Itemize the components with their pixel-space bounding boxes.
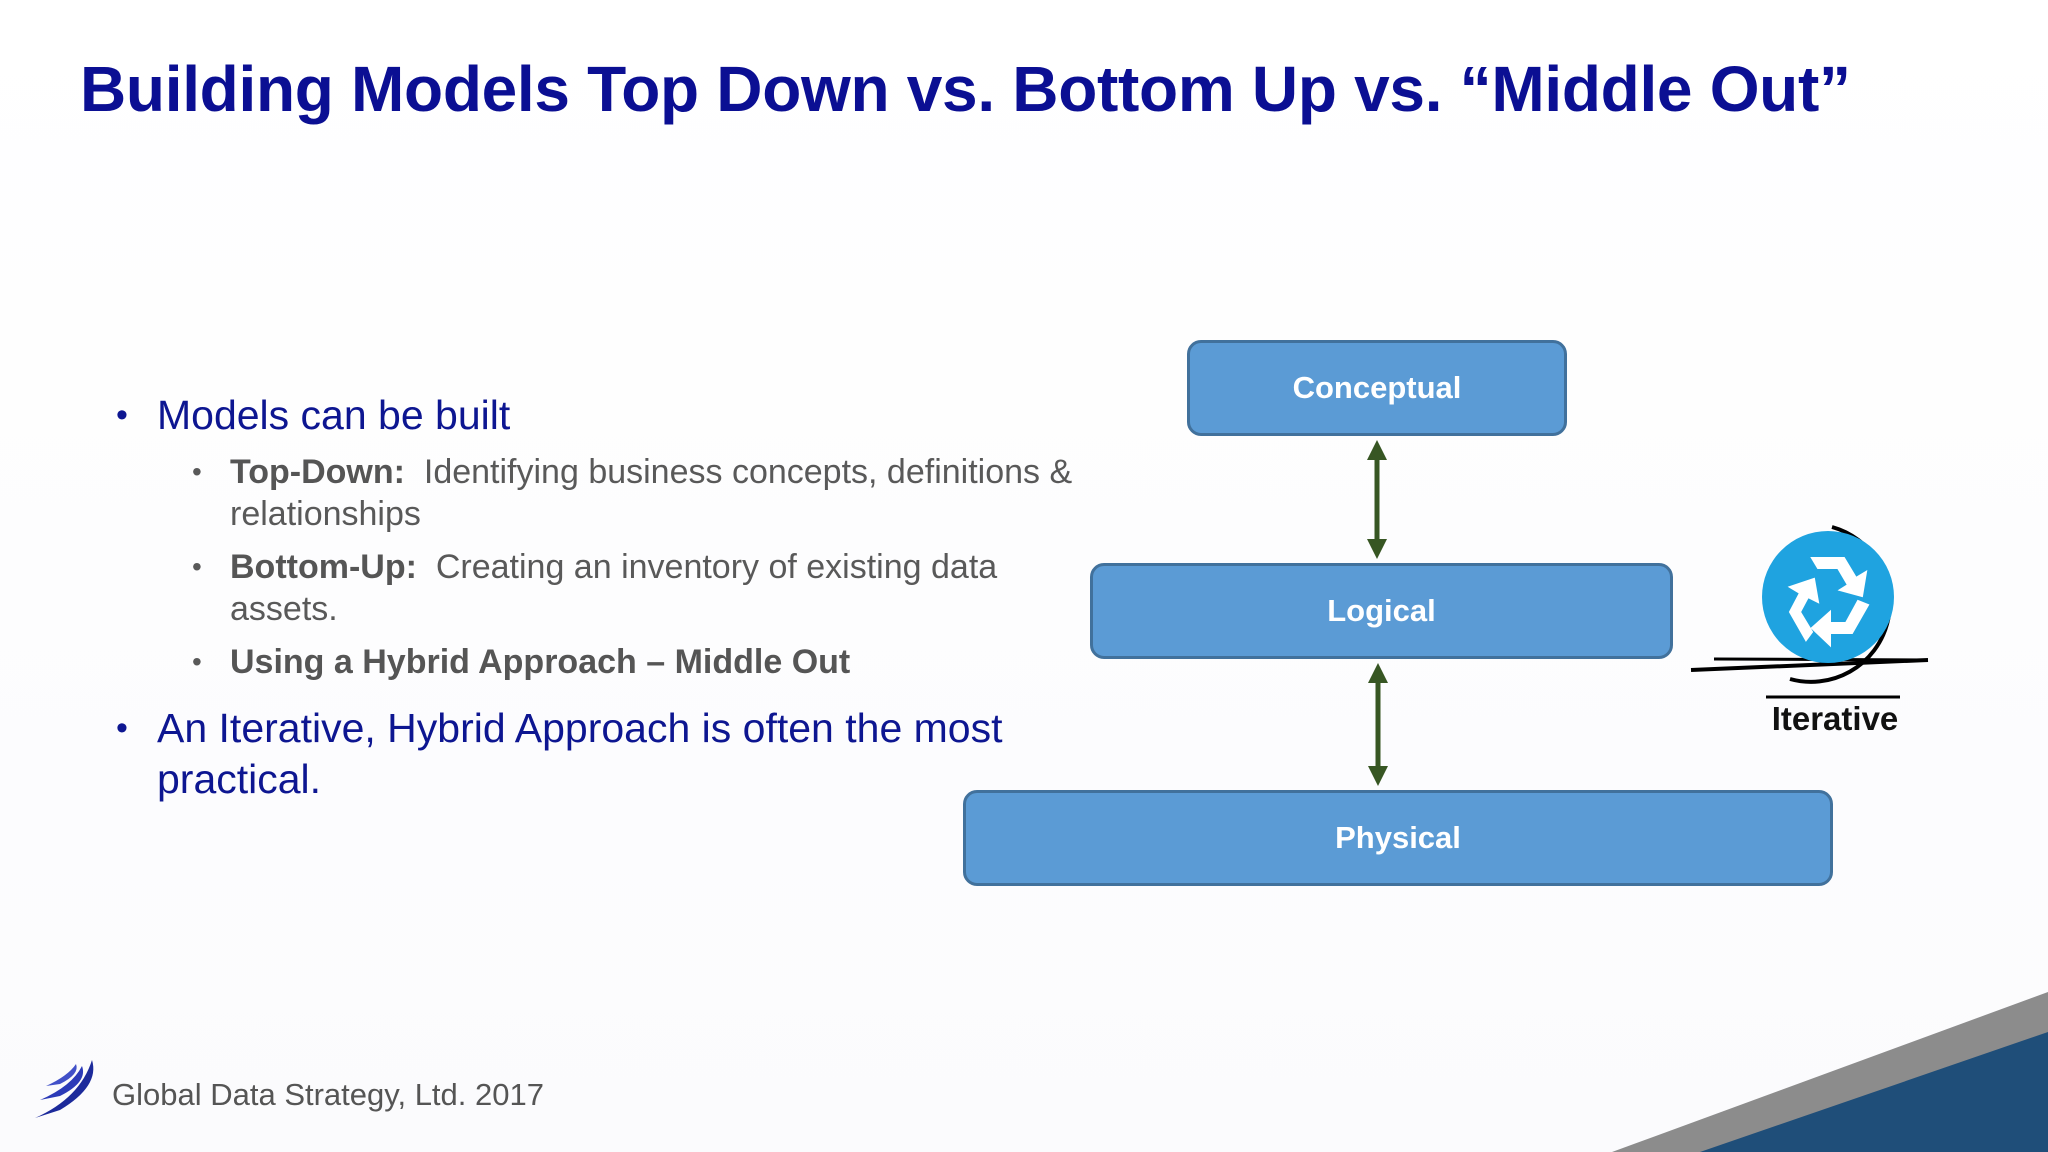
physical-label: Physical <box>1335 820 1461 855</box>
iterative-label: Iterative <box>1771 700 1899 737</box>
bullet-item: • An Iterative, Hybrid Approach is often… <box>116 703 1076 805</box>
bullet-list: • Models can be built • Top-Down: Identi… <box>116 390 1076 805</box>
sub-bullet-list: • Top-Down: Identifying business concept… <box>192 451 1076 683</box>
swoosh-logo-icon <box>35 1060 94 1118</box>
bullet-glyph: • <box>116 396 128 434</box>
logical-label: Logical <box>1327 593 1436 628</box>
conceptual-box: Conceptual <box>1187 340 1567 436</box>
bullet-glyph: • <box>192 456 202 487</box>
bullet-glyph: • <box>192 551 202 582</box>
bottom-up-label: Bottom-Up: <box>230 548 417 586</box>
slide-title: Building Models Top Down vs. Bottom Up v… <box>80 53 1851 125</box>
top-down-label: Top-Down: <box>230 453 405 491</box>
top-down-text: Identifying business concepts, definitio… <box>230 453 1073 533</box>
conceptual-label: Conceptual <box>1292 370 1462 405</box>
corner-blue-stripe <box>1700 1032 2048 1152</box>
logical-box: Logical <box>1090 563 1673 659</box>
sub-bullet-item: • Using a Hybrid Approach – Middle Out <box>192 641 1076 683</box>
bullet-text-conclusion: An Iterative, Hybrid Approach is often t… <box>157 705 1003 802</box>
sub-bullet-item: • Top-Down: Identifying business concept… <box>192 451 1076 535</box>
bullet-glyph: • <box>192 646 202 677</box>
physical-box: Physical <box>963 790 1833 886</box>
bullet-item: • Models can be built <box>116 390 1076 441</box>
hybrid-text: Using a Hybrid Approach – Middle Out <box>230 643 851 681</box>
recycle-icon <box>1762 531 1894 663</box>
sub-bullet-item: • Bottom-Up: Creating an inventory of ex… <box>192 546 1076 630</box>
bullet-text-intro: Models can be built <box>157 392 511 438</box>
bullet-glyph: • <box>116 709 128 747</box>
footer-company: Global Data Strategy, Ltd. 2017 <box>112 1077 544 1112</box>
bottom-up-text: Creating an inventory of existing data a… <box>230 548 998 628</box>
